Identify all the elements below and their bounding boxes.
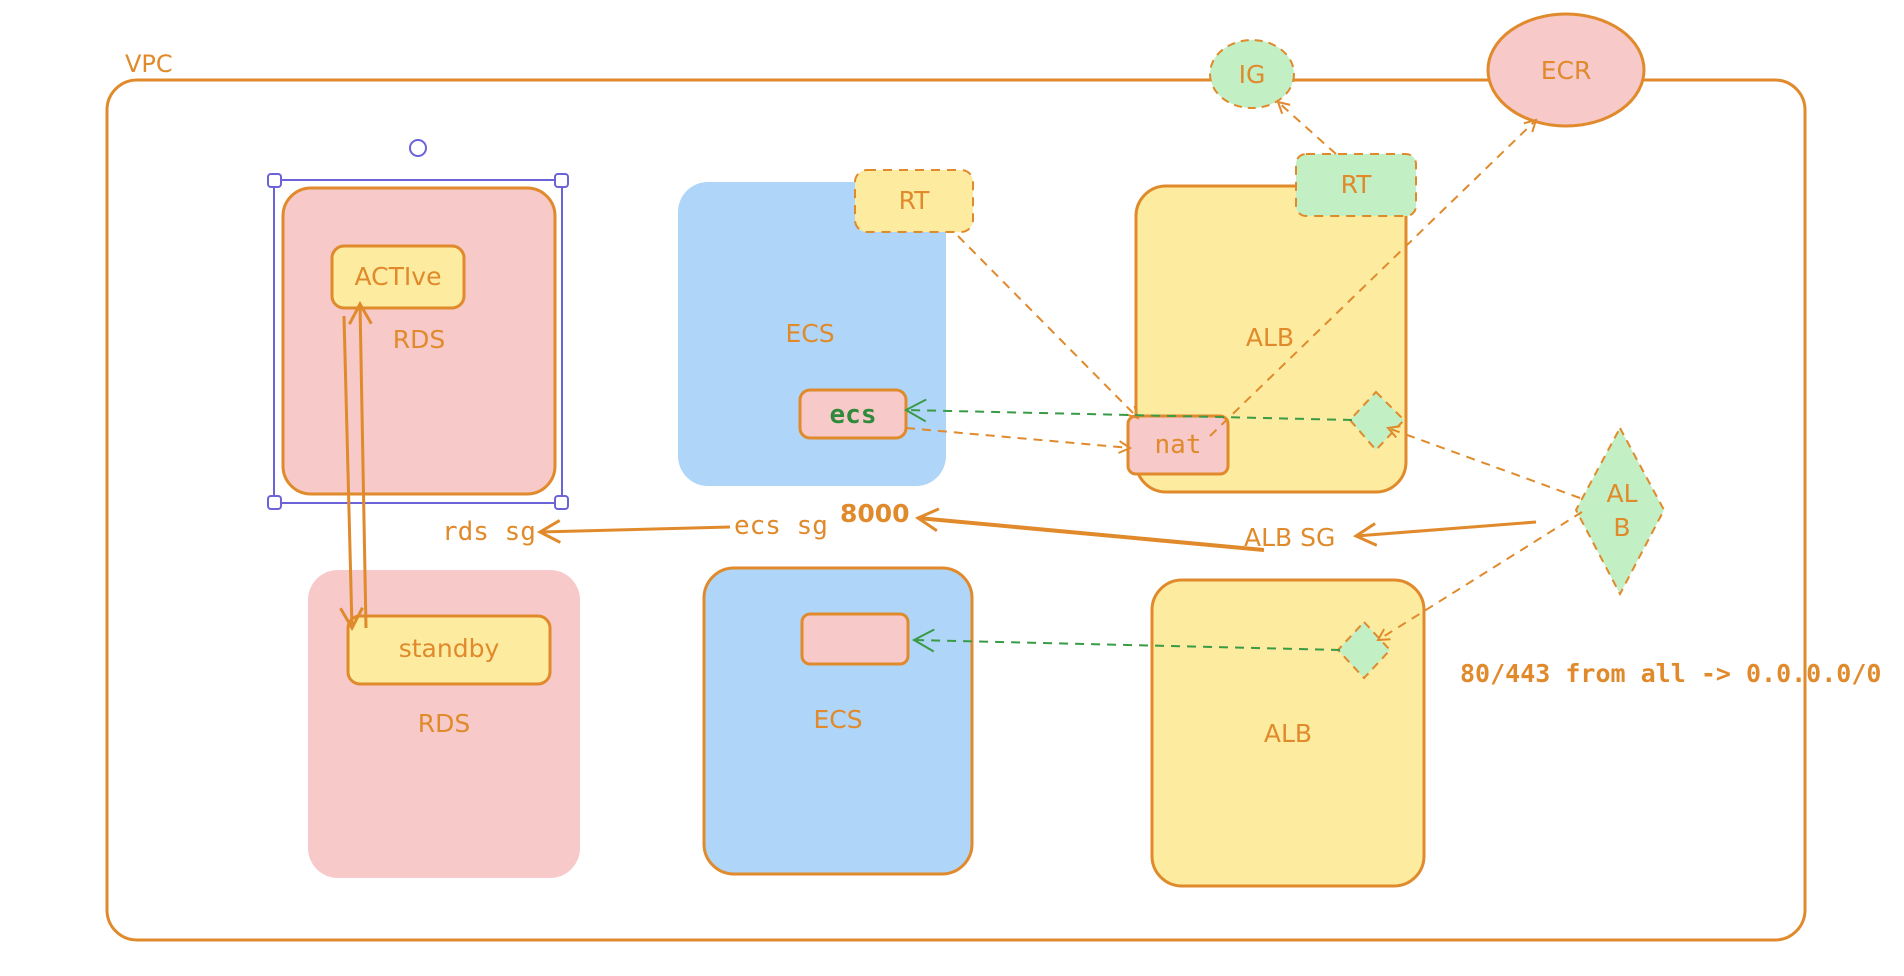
- ecs-bottom-task-node[interactable]: [800, 612, 910, 666]
- standby-label: standby: [399, 634, 500, 663]
- nat-to-ecr-arrow[interactable]: [1209, 120, 1536, 437]
- alb-diamond-label-line1: AL: [1606, 479, 1637, 508]
- dashed-connectors: [905, 102, 1583, 640]
- ecs-top-label: ECS: [785, 319, 834, 348]
- ingress-rule-label: 80/443 from all -> 0.0.0.0/0: [1460, 659, 1881, 688]
- ecs-task-label: ecs: [830, 400, 877, 430]
- port-label: 8000: [840, 499, 910, 528]
- rds-top-block[interactable]: RDS: [281, 186, 557, 496]
- route-table-alb[interactable]: RT: [1295, 153, 1417, 217]
- alb-bottom-block[interactable]: ALB: [1150, 578, 1426, 888]
- ecr-label: ECR: [1541, 56, 1592, 85]
- alb-sg-label: ALB SG: [1244, 523, 1335, 552]
- internet-to-alb-sg-arrow[interactable]: [1352, 520, 1537, 547]
- internet-gateway-node[interactable]: IG: [1209, 39, 1295, 109]
- rds-bottom-label: RDS: [418, 709, 471, 738]
- target-to-ecs-arrow[interactable]: [903, 398, 1353, 423]
- rt-to-nat-arrow[interactable]: [957, 235, 1138, 418]
- rds-top-label: RDS: [393, 325, 446, 354]
- vpc-label: VPC: [125, 50, 173, 78]
- alb-to-bottom-target-arrow[interactable]: [1378, 511, 1583, 640]
- rds-sg-label: rds sg: [442, 517, 536, 547]
- alb-sg-to-ecs-sg-arrow[interactable]: [914, 507, 1265, 552]
- rt-ecs-label: RT: [899, 186, 931, 215]
- ecs-bottom-label: ECS: [813, 705, 862, 734]
- target-to-ecs-bottom-arrow[interactable]: [911, 628, 1341, 653]
- ig-label: IG: [1239, 60, 1266, 89]
- ecs-sg-to-rds-sg-arrow[interactable]: [536, 519, 731, 544]
- active-node[interactable]: ACTIve: [330, 244, 466, 310]
- alb-top-label: ALB: [1246, 323, 1294, 352]
- standby-node[interactable]: standby: [346, 614, 552, 686]
- alb-top-target-diamond[interactable]: [1348, 390, 1406, 452]
- security-group-flow: [536, 507, 1537, 552]
- replication-arrows[interactable]: [339, 300, 373, 632]
- resize-handle[interactable]: [554, 495, 569, 510]
- alb-diamond-label-line2: B: [1613, 513, 1630, 542]
- active-label: ACTIve: [355, 262, 442, 291]
- nat-gateway-node[interactable]: nat: [1126, 414, 1230, 476]
- selection-box[interactable]: [267, 139, 569, 510]
- rotate-handle[interactable]: [409, 139, 427, 157]
- resize-handle[interactable]: [554, 173, 569, 188]
- route-table-ecs[interactable]: RT: [854, 169, 974, 233]
- ecr-node[interactable]: ECR: [1486, 12, 1646, 128]
- rt-to-ig-arrow[interactable]: [1278, 102, 1337, 155]
- resize-handle[interactable]: [267, 173, 282, 188]
- nat-label: nat: [1155, 430, 1202, 460]
- resize-handle[interactable]: [267, 495, 282, 510]
- alb-bottom-label: ALB: [1264, 719, 1312, 748]
- vpc-container[interactable]: VPC: [105, 50, 1807, 942]
- ecs-to-nat-arrow[interactable]: [905, 427, 1130, 448]
- rt-alb-label: RT: [1341, 170, 1373, 199]
- alb-to-top-target-arrow[interactable]: [1388, 428, 1581, 499]
- ecs-sg-label: ecs sg: [734, 511, 828, 541]
- ecs-task-node[interactable]: ecs: [798, 388, 908, 440]
- alb-diamond-node[interactable]: AL B: [1574, 425, 1666, 597]
